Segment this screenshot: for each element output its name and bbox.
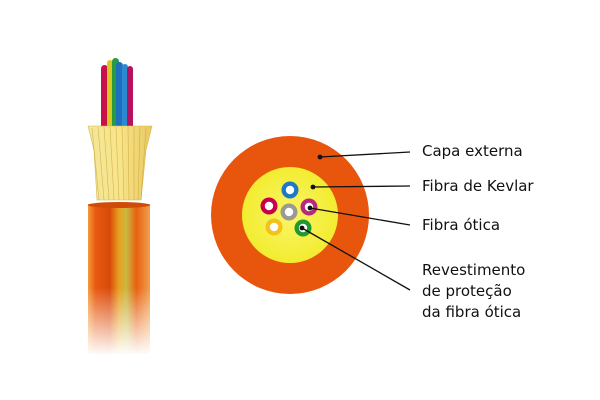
leader-dot-kevlar xyxy=(310,184,316,190)
fiber-gray xyxy=(280,203,298,221)
fiber-blue xyxy=(281,181,299,199)
kevlar-yarn-strands xyxy=(91,126,147,201)
fiber-strand-yellow xyxy=(107,60,113,145)
label-fiber-coating: Revestimento de proteção da fibra ótica xyxy=(422,260,525,323)
leader-line-jacket xyxy=(319,151,411,158)
leader-dot-fiber xyxy=(307,205,313,211)
fiber-yellow xyxy=(265,218,283,236)
label-fiber-coating-line-1: Revestimento xyxy=(422,261,526,279)
fiber-strand-blue-2 xyxy=(122,64,128,145)
fiber-strand-red xyxy=(101,65,108,145)
leader-lines xyxy=(299,151,411,291)
fiber-blue-core xyxy=(285,185,295,195)
leader-line-kevlar xyxy=(312,185,411,188)
label-optical-fiber: Fibra ótica xyxy=(422,216,501,234)
cable-cross-section xyxy=(211,136,369,294)
cable-side-view xyxy=(86,58,153,356)
label-fiber-coating-line-3: da fibra ótica xyxy=(422,303,522,321)
fiber-red xyxy=(260,197,278,215)
leader-dot-jacket xyxy=(317,154,323,160)
label-outer-jacket: Capa externa xyxy=(422,142,523,160)
leader-line-coating xyxy=(301,227,411,291)
fiber-yellow-core xyxy=(269,222,279,232)
leader-line-fiber xyxy=(309,207,411,226)
kevlar-yarn-flare xyxy=(87,125,153,201)
fiber-strand-blue xyxy=(116,62,123,145)
leader-dot-coating xyxy=(299,225,305,231)
fiber-gray-core xyxy=(284,207,294,217)
label-fiber-coating-line-2: de proteção xyxy=(422,282,512,300)
jacket-fade xyxy=(86,204,152,356)
fiber-red-core xyxy=(264,201,274,211)
label-kevlar-fiber: Fibra de Kevlar xyxy=(422,177,534,195)
